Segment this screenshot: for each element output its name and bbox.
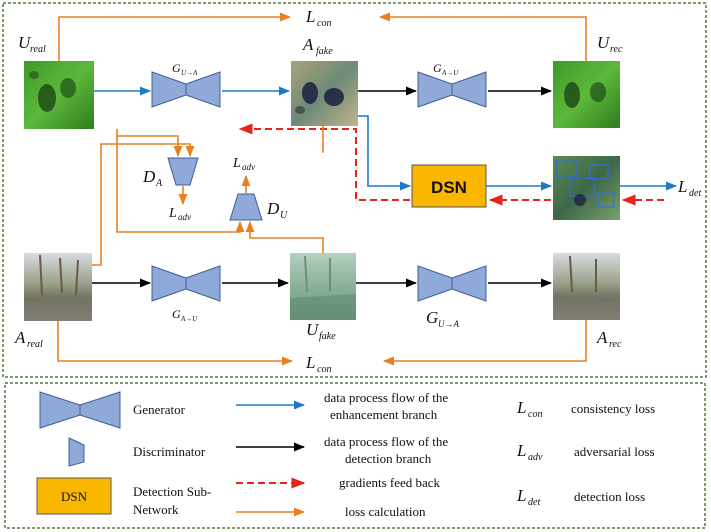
label-l-adv-du: L adv	[232, 156, 255, 172]
label-g-a-to-u-bottom: G A→U	[172, 307, 198, 323]
legend-red-label: gradients feed back	[339, 475, 441, 490]
svg-text:G: G	[172, 307, 181, 321]
svg-text:L: L	[305, 353, 315, 372]
enhancement-flow-arrows	[94, 86, 678, 191]
label-a-rec: A rec	[596, 328, 622, 350]
svg-text:rec: rec	[609, 339, 622, 350]
loss-calculation-arrows	[57, 12, 587, 366]
label-d-u: D U	[266, 199, 288, 221]
svg-text:adv: adv	[528, 452, 543, 463]
label-u-rec: U rec	[597, 33, 623, 55]
generator-a-to-u-bottom	[151, 265, 221, 302]
label-d-a: D A	[142, 167, 163, 189]
label-l-adv-da: L adv	[168, 206, 191, 222]
svg-text:rec: rec	[610, 44, 623, 55]
legend-orange-label: loss calculation	[345, 504, 426, 519]
label-g-u-to-a-top: G U→A	[172, 61, 198, 77]
legend-generator-icon	[39, 391, 121, 429]
svg-text:con: con	[528, 409, 542, 420]
legend-discriminator-label: Discriminator	[133, 444, 206, 459]
label-l-det: L det	[677, 177, 701, 199]
svg-text:U: U	[597, 33, 611, 52]
svg-text:D: D	[266, 199, 280, 218]
svg-text:U: U	[18, 33, 32, 52]
svg-text:adv: adv	[242, 162, 255, 172]
label-a-real: A real	[14, 328, 43, 350]
svg-text:U→A: U→A	[181, 69, 198, 77]
legend-blue-label-line2: enhancement branch	[330, 407, 438, 422]
svg-text:real: real	[30, 44, 46, 55]
generator-u-to-a-top	[151, 71, 221, 108]
detection-flow-arrows	[92, 86, 553, 288]
generator-a-to-u-top	[417, 71, 487, 108]
svg-text:L: L	[516, 398, 526, 417]
label-a-fake: A fake	[302, 35, 333, 57]
legend-dsn-icon	[36, 477, 112, 515]
gradient-feedback-arrows	[238, 123, 664, 206]
dsn-block-label: DSN	[431, 178, 467, 197]
legend-l-adv: L adv adversarial loss	[516, 441, 655, 463]
detection-result-image	[553, 156, 620, 220]
svg-text:L: L	[516, 441, 526, 460]
legend-discriminator-icon	[68, 437, 85, 467]
legend-l-con: L con consistency loss	[516, 398, 655, 420]
svg-text:L: L	[516, 486, 526, 505]
top-panel-frame	[2, 2, 707, 378]
svg-text:U: U	[306, 320, 320, 339]
svg-text:U→A: U→A	[438, 319, 459, 329]
label-l-con-top: L con	[305, 7, 331, 29]
svg-text:L: L	[168, 206, 177, 221]
label-g-u-to-a-bottom: G U→A	[426, 308, 459, 329]
legend-l-det: L det detection loss	[516, 486, 645, 508]
svg-text:fake: fake	[319, 331, 336, 342]
svg-text:A: A	[302, 35, 314, 54]
legend-black-label-line2: detection branch	[345, 451, 432, 466]
svg-text:A→U: A→U	[180, 315, 198, 323]
svg-text:G: G	[426, 308, 438, 327]
svg-text:A: A	[596, 328, 608, 347]
svg-text:G: G	[433, 61, 442, 75]
legend-generator-label: Generator	[133, 402, 186, 417]
u-fake-image	[290, 253, 356, 320]
svg-text:adversarial loss: adversarial loss	[574, 444, 655, 459]
svg-text:L: L	[305, 7, 315, 26]
generator-u-to-a-bottom	[417, 265, 487, 302]
svg-text:fake: fake	[316, 46, 333, 57]
svg-text:U: U	[280, 210, 288, 221]
legend-black-label-line1: data process flow of the	[324, 434, 448, 449]
svg-text:real: real	[27, 339, 43, 350]
svg-text:G: G	[172, 61, 181, 75]
svg-text:con: con	[317, 18, 331, 29]
svg-text:detection loss: detection loss	[574, 489, 645, 504]
svg-text:A: A	[14, 328, 26, 347]
svg-text:A→U: A→U	[441, 69, 459, 77]
a-real-image	[24, 253, 92, 321]
legend-dsn-label-line1: Detection Sub-	[133, 484, 211, 499]
svg-text:consistency loss: consistency loss	[571, 401, 655, 416]
svg-text:adv: adv	[178, 212, 191, 222]
svg-text:L: L	[232, 156, 241, 171]
discriminator-du	[229, 193, 263, 221]
legend-blue-label-line1: data process flow of the	[324, 390, 448, 405]
u-rec-image	[553, 61, 620, 128]
a-rec-image	[553, 253, 620, 320]
label-u-fake: U fake	[306, 320, 336, 342]
svg-text:con: con	[317, 364, 331, 375]
label-g-a-to-u-top: G A→U	[433, 61, 459, 77]
legend-dsn-label-line2: Network	[133, 502, 179, 517]
svg-text:A: A	[155, 178, 163, 189]
label-l-con-bottom: L con	[305, 353, 331, 375]
u-real-image	[24, 61, 94, 129]
discriminator-da	[167, 157, 199, 186]
svg-text:L: L	[677, 177, 687, 196]
a-fake-image	[291, 61, 358, 126]
svg-text:D: D	[142, 167, 156, 186]
legend-frame	[4, 382, 706, 529]
label-u-real: U real	[18, 33, 46, 55]
svg-text:det: det	[528, 497, 540, 508]
svg-text:det: det	[689, 188, 701, 199]
legend-dsn-icon-label: DSN	[61, 489, 88, 504]
